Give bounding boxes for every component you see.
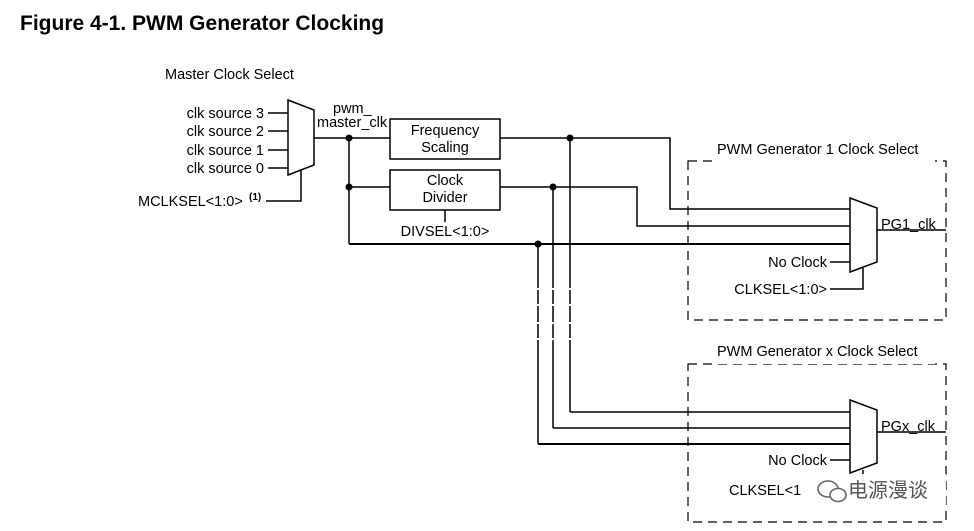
pg1-heading-mask (715, 140, 935, 162)
clk-source-2-label: clk source 2 (187, 124, 264, 140)
pgx-clk-label: PGx_clk (881, 419, 936, 435)
master-clk-pgx-wire (537, 244, 850, 445)
frequency-scaling-line1: Frequency (411, 123, 480, 139)
mclksel-footnote: (1) (249, 192, 261, 203)
freq-scaling-output-wires (500, 137, 850, 413)
master-clock-select-heading: Master Clock Select (165, 67, 294, 83)
clk-source-0-label: clk source 0 (187, 161, 264, 177)
divsel-label: DIVSEL<1:0> (401, 224, 490, 240)
wechat-icon (817, 480, 847, 503)
junction-master-clk (345, 134, 353, 142)
watermark-text: 电源漫谈 (848, 478, 928, 502)
master-clock-mux (287, 98, 315, 177)
clock-divider-line1: Clock (427, 173, 464, 189)
pg1-no-clock-label: No Clock (768, 255, 828, 271)
pgx-clock-mux (849, 398, 878, 475)
junction-divider-out (549, 183, 557, 191)
clk-source-input-wires (268, 112, 288, 169)
pgx-heading: PWM Generator x Clock Select (717, 344, 918, 360)
figure-title: Figure 4-1. PWM Generator Clocking (20, 12, 384, 35)
junction-freq-scaling (566, 134, 574, 142)
clk-source-1-label: clk source 1 (187, 143, 264, 159)
pg1-clksel-label: CLKSEL<1:0> (734, 282, 827, 298)
pg1-heading: PWM Generator 1 Clock Select (717, 142, 918, 158)
clk-source-3-label: clk source 3 (187, 106, 264, 122)
frequency-scaling-block (389, 118, 501, 160)
frequency-scaling-line2: Scaling (421, 140, 469, 156)
watermark: 电源漫谈 (810, 474, 946, 508)
clock-divider-line2: Divider (422, 190, 467, 206)
pgx-heading-mask (715, 342, 935, 364)
bus-break-marks (530, 288, 578, 340)
mclksel-label: MCLKSEL<1:0> (138, 194, 243, 210)
mclksel-wire (266, 170, 302, 202)
pwm-master-clk-label-line2: master_clk (317, 115, 388, 131)
pgx-no-clock-label: No Clock (768, 453, 828, 469)
pgx-clksel-label: CLKSEL<1 (729, 483, 801, 499)
pwm-master-clk-label-line1: pwm_ (333, 101, 373, 117)
divider-output-wires (500, 186, 850, 429)
pg1-clksel-wire (830, 268, 864, 290)
pg1-clk-label: PG1_clk (881, 217, 937, 233)
junction-master-clk-pgx (534, 240, 542, 248)
pg1-clock-mux (849, 196, 878, 274)
junction-divider-in (345, 183, 353, 191)
